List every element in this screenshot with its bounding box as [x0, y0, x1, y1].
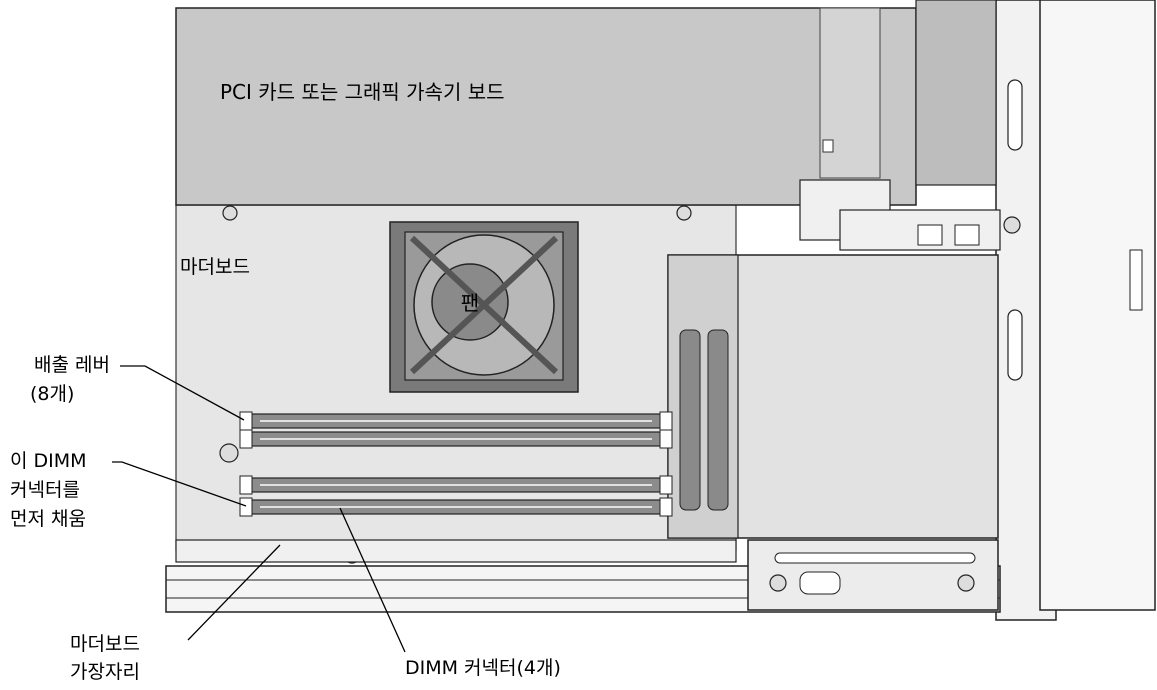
- motherboard-label: 마더보드: [180, 256, 250, 278]
- motherboard-edge-label-line2: 가장자리: [70, 661, 140, 683]
- eject-lever-6: [659, 429, 673, 449]
- fill-first-label-line3: 먼저 채움: [10, 508, 86, 530]
- bracket-screw-right: [957, 574, 975, 592]
- latch-tab-2: [954, 224, 980, 246]
- chassis-top-block: [915, 0, 997, 186]
- bracket-screw-left: [769, 574, 787, 592]
- fill-first-label-line2: 커넥터를: [10, 479, 80, 501]
- pci-card-slot-tab: [822, 139, 834, 153]
- bracket-cutout: [799, 571, 841, 595]
- fan-hub: [431, 263, 509, 341]
- dimm-connector-group: [245, 413, 667, 515]
- eject-lever-7: [659, 475, 673, 495]
- leader-dimm-connectors: [339, 507, 406, 653]
- pci-card: [175, 7, 917, 206]
- fan-strut-2: [409, 235, 559, 375]
- fill-first-label-line1: 이 DIMM: [10, 450, 87, 472]
- pci-card-label: PCI 카드 또는 그래픽 가속기 보드: [220, 80, 505, 104]
- leader-eject-lever: [120, 365, 245, 421]
- chassis-side-slot-2: [1007, 309, 1023, 381]
- dimm-connectors-label: DIMM 커넥터(4개): [405, 657, 561, 679]
- motherboard-edge-label-line1: 마더보드: [70, 633, 140, 655]
- fan-label: 팬: [461, 291, 479, 315]
- eject-lever-1: [239, 411, 253, 431]
- leader-motherboard-edge: [187, 544, 281, 641]
- chassis-side-slot-3: [1129, 249, 1143, 311]
- eject-lever-2: [239, 429, 253, 449]
- screw-board-1: [222, 205, 238, 221]
- motherboard-edge-strip: [175, 539, 737, 563]
- eject-lever-8: [659, 497, 673, 517]
- screw-top-right: [1003, 216, 1021, 234]
- bottom-right-bracket: [747, 539, 999, 611]
- leader-fill-first: [112, 461, 247, 507]
- eject-lever-4: [239, 497, 253, 517]
- eject-lever-3: [239, 475, 253, 495]
- eject-lever-label-line2: (8개): [30, 383, 75, 405]
- eject-levers: [239, 411, 673, 517]
- chassis-side-slot-1: [1007, 79, 1023, 151]
- eject-lever-5: [659, 411, 673, 431]
- latch-tab-1: [917, 224, 943, 246]
- screw-board-2: [676, 205, 692, 221]
- duct-slot-1: [679, 329, 701, 511]
- leader-lines: [112, 365, 406, 653]
- duct-slot-2: [707, 329, 729, 511]
- screw-board-3: [219, 443, 239, 463]
- eject-lever-label-line1: 배출 레버: [34, 354, 110, 376]
- bracket-slot: [774, 552, 976, 564]
